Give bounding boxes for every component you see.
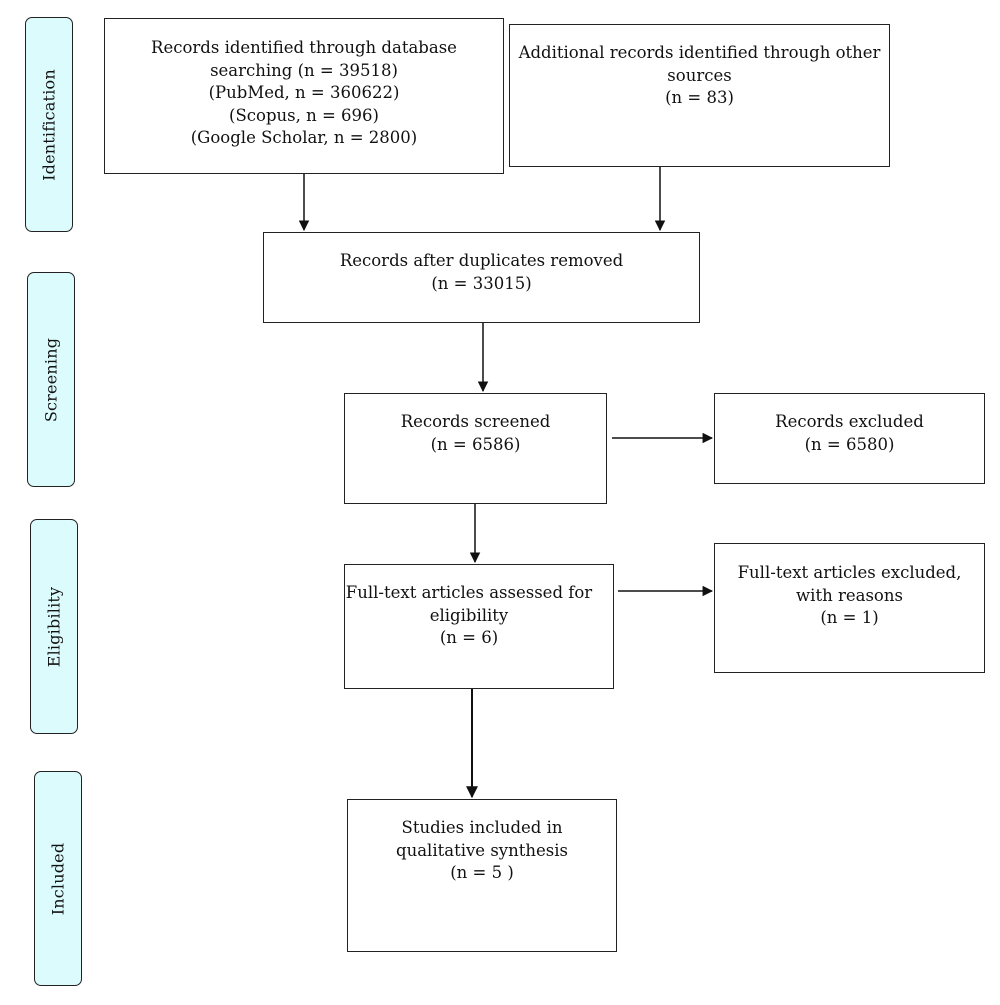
included-studies-line: (n = 5 ) [450, 863, 514, 882]
included-studies-box: Studies included in qualitative synthesi… [347, 799, 617, 952]
database-records-text: Records identified through database sear… [105, 37, 503, 150]
fulltext-excluded-box: Full-text articles excluded, with reason… [714, 543, 985, 673]
fulltext-assessed-text: Full-text articles assessed for eligibil… [325, 582, 613, 650]
included-studies-line: Studies included in [401, 818, 563, 837]
included-studies-text: Studies included in qualitative synthesi… [348, 817, 616, 885]
fulltext-assessed-line: eligibility [429, 605, 509, 625]
records-screened-text: Records screened (n = 6586) [345, 411, 606, 456]
fulltext-excluded-line: (n = 1) [820, 608, 879, 627]
fulltext-assessed-line: Full-text articles assessed for [345, 583, 593, 602]
records-screened-line: Records screened [400, 412, 551, 431]
after-duplicates-text: Records after duplicates removed (n = 33… [264, 250, 699, 295]
records-excluded-line: Records excluded [775, 412, 924, 431]
stage-identification: Identification [25, 17, 73, 232]
after-duplicates-line: (n = 33015) [431, 273, 532, 293]
included-studies-line: qualitative synthesis [396, 840, 568, 860]
records-excluded-line: (n = 6580) [804, 434, 895, 454]
records-screened-box: Records screened (n = 6586) [344, 393, 607, 504]
fulltext-excluded-line: Full-text articles excluded, [737, 563, 962, 582]
fulltext-excluded-text: Full-text articles excluded, with reason… [715, 562, 984, 630]
database-records-line: (PubMed, n = 360622) [208, 83, 400, 102]
fulltext-assessed-box: Full-text articles assessed for eligibil… [344, 564, 614, 689]
other-records-line: Additional records identified through ot… [518, 43, 881, 62]
records-excluded-text: Records excluded (n = 6580) [715, 411, 984, 456]
other-records-line: sources [667, 65, 732, 85]
after-duplicates-line: Records after duplicates removed [339, 251, 624, 270]
stage-included: Included [34, 771, 82, 986]
fulltext-assessed-line: (n = 6) [439, 628, 499, 647]
other-records-text: Additional records identified through ot… [510, 42, 889, 110]
records-excluded-box: Records excluded (n = 6580) [714, 393, 985, 484]
stage-eligibility: Eligibility [30, 519, 78, 734]
database-records-line: searching (n = 39518) [210, 60, 398, 80]
database-records-box: Records identified through database sear… [104, 18, 504, 174]
other-records-box: Additional records identified through ot… [509, 24, 890, 167]
after-duplicates-box: Records after duplicates removed (n = 33… [263, 232, 700, 323]
database-records-line: (Google Scholar, n = 2800) [190, 128, 418, 147]
stage-screening: Screening [27, 272, 75, 487]
other-records-line: (n = 83) [665, 88, 734, 107]
records-screened-line: (n = 6586) [430, 434, 521, 454]
database-records-line: (Scopus, n = 696) [229, 105, 379, 125]
fulltext-excluded-line: with reasons [796, 585, 903, 605]
database-records-line: Records identified through database [151, 38, 457, 57]
